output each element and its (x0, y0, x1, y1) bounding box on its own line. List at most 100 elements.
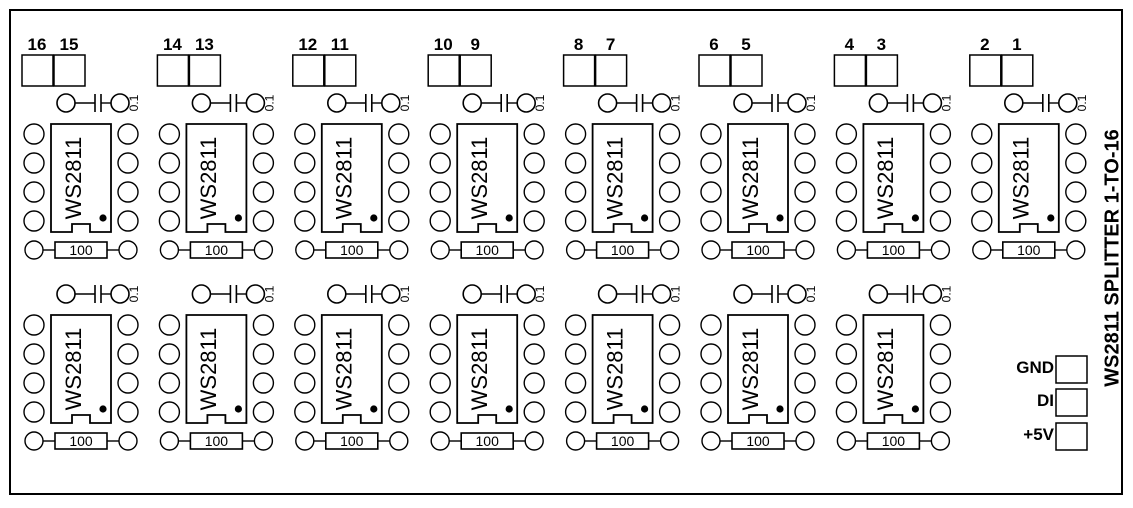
header-pad[interactable] (459, 54, 492, 87)
chip-pin-pad[interactable] (388, 181, 410, 203)
chip-pin-pad[interactable] (658, 123, 681, 145)
resistor-pad[interactable] (24, 431, 44, 451)
header-pad[interactable] (1001, 54, 1034, 87)
resistor-pad[interactable] (659, 240, 680, 260)
chip-pin-pad[interactable] (564, 314, 587, 336)
header-pad[interactable] (53, 54, 86, 87)
chip-pin-pad[interactable] (794, 123, 816, 145)
chip-pin-pad[interactable] (429, 314, 451, 336)
chip-pin-pad[interactable] (294, 152, 316, 174)
chip-pin-pad[interactable] (700, 181, 722, 203)
resistor-pad[interactable] (295, 431, 315, 451)
chip-pin-pad[interactable] (971, 152, 993, 174)
capacitor-pad[interactable] (462, 93, 483, 113)
chip-pin-pad[interactable] (23, 181, 45, 203)
chip-pin-pad[interactable] (294, 401, 316, 423)
chip-pin-pad[interactable] (23, 210, 45, 232)
chip-pin-pad[interactable] (388, 123, 410, 145)
resistor-pad[interactable] (701, 431, 721, 451)
chip-pin-pad[interactable] (117, 401, 139, 423)
capacitor-pad[interactable] (787, 284, 807, 304)
capacitor-pad[interactable] (868, 284, 889, 304)
capacitor-pad[interactable] (733, 284, 753, 304)
capacitor-pad[interactable] (651, 93, 672, 113)
chip-pin-pad[interactable] (929, 210, 952, 232)
chip-pin-pad[interactable] (835, 372, 858, 394)
chip-pin-pad[interactable] (158, 123, 181, 145)
capacitor-pad[interactable] (597, 93, 618, 113)
chip-pin-pad[interactable] (294, 314, 316, 336)
chip-pin-pad[interactable] (252, 401, 275, 423)
chip-pin-pad[interactable] (523, 152, 545, 174)
resistor-pad[interactable] (430, 431, 450, 451)
power-pad-5v[interactable]: +5V (1023, 422, 1088, 451)
chip-pin-pad[interactable] (23, 123, 45, 145)
header-pad[interactable] (594, 54, 628, 87)
chip-pin-pad[interactable] (564, 372, 587, 394)
resistor-pad[interactable] (389, 240, 409, 260)
capacitor-pad[interactable] (1058, 93, 1078, 113)
header-pad[interactable] (865, 54, 899, 87)
chip-pin-pad[interactable] (429, 343, 451, 365)
chip-pin-pad[interactable] (117, 123, 139, 145)
chip-pin-pad[interactable] (700, 343, 722, 365)
header-pad[interactable] (21, 54, 54, 87)
chip-pin-pad[interactable] (658, 372, 681, 394)
chip-pin-pad[interactable] (117, 343, 139, 365)
chip-pin-pad[interactable] (794, 343, 816, 365)
capacitor-pad[interactable] (516, 284, 537, 304)
capacitor-pad[interactable] (326, 284, 347, 304)
chip-pin-pad[interactable] (158, 210, 181, 232)
chip-pin-pad[interactable] (835, 343, 858, 365)
chip-pin-pad[interactable] (388, 343, 410, 365)
chip-pin-pad[interactable] (158, 152, 181, 174)
chip-pin-pad[interactable] (700, 372, 722, 394)
chip-pin-pad[interactable] (23, 401, 45, 423)
capacitor-pad[interactable] (787, 93, 807, 113)
power-pad-di[interactable]: DI (1037, 388, 1088, 417)
chip-pin-pad[interactable] (1065, 152, 1087, 174)
chip-pin-pad[interactable] (523, 210, 545, 232)
resistor-pad[interactable] (389, 431, 409, 451)
chip-pin-pad[interactable] (658, 343, 681, 365)
chip-pin-pad[interactable] (794, 210, 816, 232)
chip-pin-pad[interactable] (794, 152, 816, 174)
resistor-pad[interactable] (253, 431, 274, 451)
chip-pin-pad[interactable] (658, 210, 681, 232)
resistor-pad[interactable] (659, 431, 680, 451)
chip-pin-pad[interactable] (794, 181, 816, 203)
chip-pin-pad[interactable] (117, 210, 139, 232)
capacitor-pad[interactable] (191, 284, 212, 304)
chip-pin-pad[interactable] (564, 123, 587, 145)
capacitor-pad[interactable] (56, 93, 76, 113)
chip-pin-pad[interactable] (158, 181, 181, 203)
resistor-pad[interactable] (836, 240, 857, 260)
chip-pin-pad[interactable] (429, 372, 451, 394)
chip-pin-pad[interactable] (794, 372, 816, 394)
capacitor-pad[interactable] (1003, 93, 1024, 113)
chip-pin-pad[interactable] (117, 181, 139, 203)
chip-pin-pad[interactable] (700, 123, 722, 145)
capacitor-pad[interactable] (922, 284, 943, 304)
chip-pin-pad[interactable] (252, 210, 275, 232)
chip-pin-pad[interactable] (523, 401, 545, 423)
resistor-pad[interactable] (701, 240, 721, 260)
chip-pin-pad[interactable] (388, 152, 410, 174)
chip-pin-pad[interactable] (971, 181, 993, 203)
chip-pin-pad[interactable] (794, 314, 816, 336)
chip-pin-pad[interactable] (294, 372, 316, 394)
resistor-pad[interactable] (159, 431, 180, 451)
chip-pin-pad[interactable] (23, 343, 45, 365)
header-pad[interactable] (698, 54, 731, 87)
chip-pin-pad[interactable] (835, 123, 858, 145)
chip-pin-pad[interactable] (1065, 181, 1087, 203)
chip-pin-pad[interactable] (158, 372, 181, 394)
capacitor-pad[interactable] (110, 284, 130, 304)
capacitor-pad[interactable] (245, 284, 266, 304)
chip-pin-pad[interactable] (523, 181, 545, 203)
chip-pin-pad[interactable] (117, 372, 139, 394)
chip-pin-pad[interactable] (23, 372, 45, 394)
capacitor-pad[interactable] (868, 93, 889, 113)
chip-pin-pad[interactable] (117, 314, 139, 336)
chip-pin-pad[interactable] (658, 401, 681, 423)
